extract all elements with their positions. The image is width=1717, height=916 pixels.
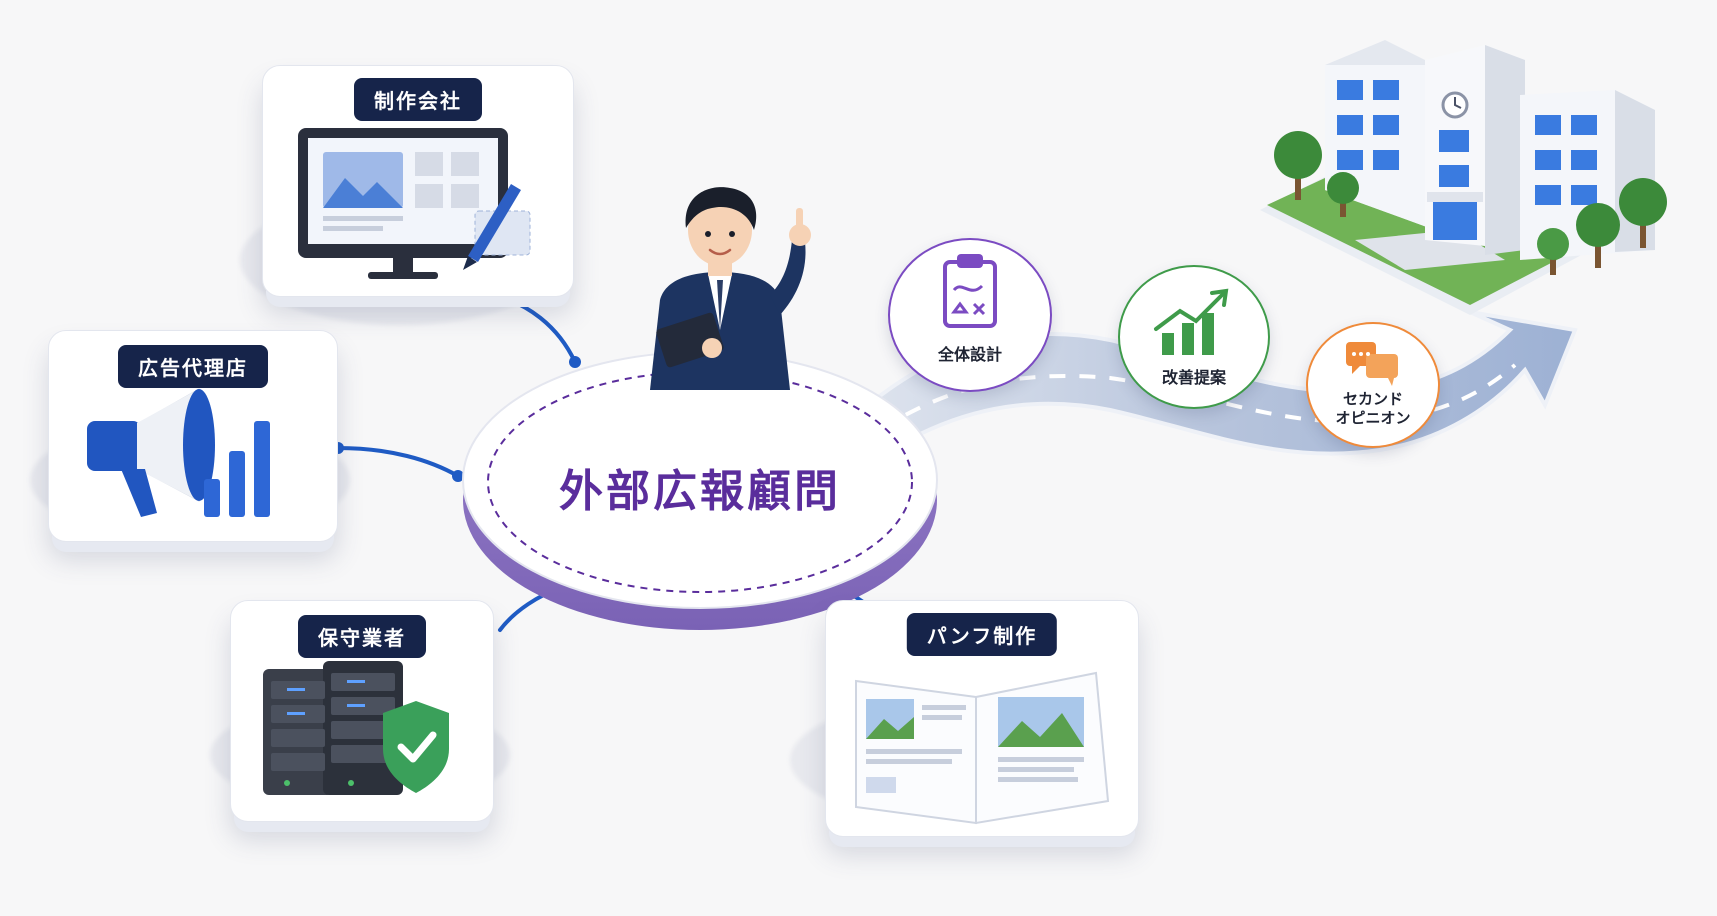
partner-card-ad-agency: 広告代理店 (48, 330, 338, 542)
service-label-second-opinion-line-1: セカンド (1342, 390, 1403, 408)
service-second-opinion: セカンド オピニオン (1306, 322, 1440, 448)
service-label-improvement-proposal: 改善提案 (1161, 368, 1226, 387)
speech-bubbles-icon (1346, 342, 1398, 386)
clipboard-plan-icon (943, 254, 997, 328)
partner-label-pamphlet-production: パンフ制作 (906, 613, 1058, 656)
partner-card-pamphlet-production: パンフ制作 (825, 600, 1139, 837)
service-label-overall-design: 全体設計 (937, 345, 1002, 364)
partner-card-maintenance-vendor: 保守業者 (230, 600, 494, 822)
school-building-illustration (1260, 40, 1667, 315)
hub-title: 外部広報顧問 (559, 466, 841, 517)
service-overall-design: 全体設計 (888, 238, 1052, 392)
server-shield-icon (263, 661, 449, 795)
hub-disc-dashed-ring (487, 371, 913, 593)
connector-agency (336, 446, 460, 478)
partner-label-production-company: 制作会社 (354, 78, 482, 121)
brochure-icon (855, 671, 1110, 825)
service-label-second-opinion-line-2: オピニオン (1335, 409, 1411, 427)
partner-label-maintenance-vendor: 保守業者 (298, 615, 426, 658)
service-improvement-proposal: 改善提案 (1118, 265, 1270, 409)
megaphone-chart-icon (87, 388, 270, 517)
partner-label-ad-agency: 広告代理店 (118, 345, 268, 388)
growth-chart-icon (1154, 288, 1229, 355)
partner-card-production-company: 制作会社 (262, 65, 574, 297)
monitor-design-icon (298, 128, 531, 279)
road-center-line (878, 363, 1517, 432)
service-label-second-opinion: セカンド オピニオン (1308, 390, 1438, 428)
consultant-illustration (650, 187, 811, 390)
